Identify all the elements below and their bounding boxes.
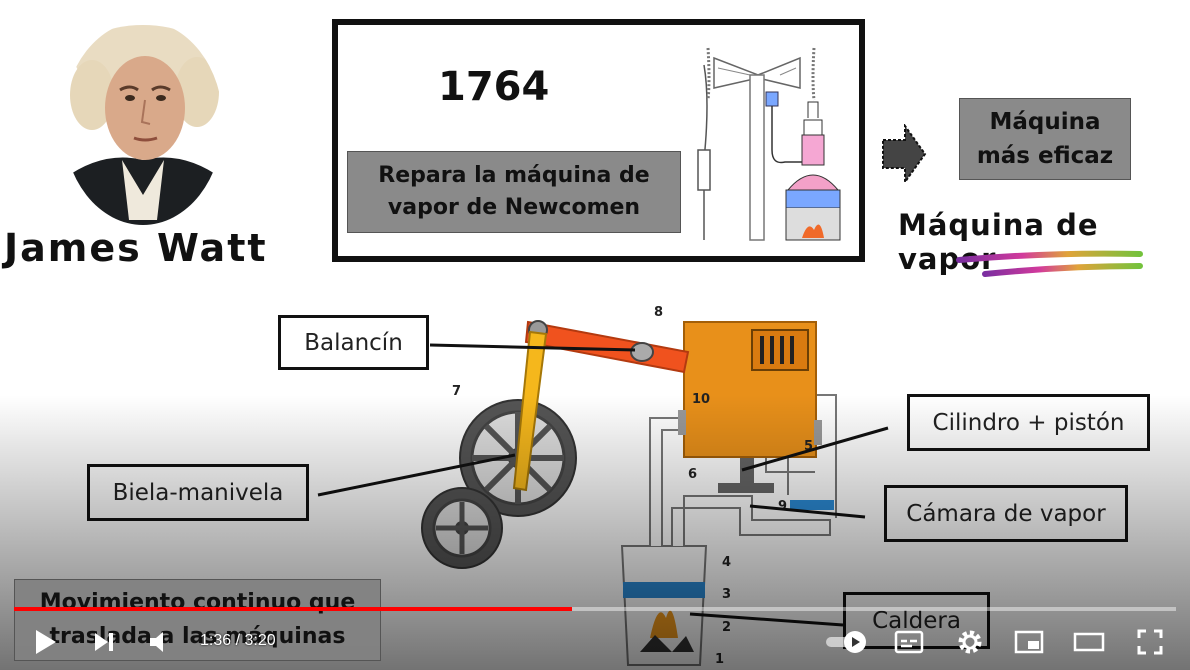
- watt-engine-diagram: 1 2 3 4 5 6 7 8 9 10: [421, 305, 837, 667]
- label-balancin: Balancín: [278, 315, 429, 370]
- newcomen-engine-illustration: [697, 47, 841, 241]
- diagram-number: 9: [778, 499, 787, 514]
- miniplayer-icon[interactable]: [1014, 630, 1044, 654]
- time-display: 1:36 / 3:20: [200, 632, 276, 649]
- diagram-number: 3: [722, 587, 731, 602]
- progress-played: [14, 607, 572, 611]
- diagram-number: 1: [715, 652, 724, 667]
- next-icon[interactable]: [92, 630, 116, 654]
- label-camara-vapor: Cámara de vapor: [884, 485, 1128, 542]
- subtitles-icon[interactable]: [894, 630, 924, 654]
- eficaz-box: Máquina más eficaz: [959, 98, 1131, 180]
- diagram-number: 10: [692, 392, 710, 407]
- settings-icon[interactable]: [956, 628, 984, 656]
- james-watt-portrait: [63, 21, 223, 225]
- diagram-number: 6: [688, 467, 697, 482]
- volume-icon[interactable]: [148, 630, 176, 654]
- label-cilindro-piston: Cilindro + pistón: [907, 394, 1150, 451]
- repara-box: Repara la máquina de vapor de Newcomen: [347, 151, 681, 233]
- year-label: 1764: [438, 64, 550, 110]
- diagram-number: 7: [452, 384, 461, 399]
- diagram-number: 5: [804, 439, 813, 454]
- diagram-number: 4: [722, 555, 731, 570]
- decorative-underline: [956, 250, 1143, 277]
- theater-icon[interactable]: [1073, 630, 1105, 654]
- diagram-number: 2: [722, 620, 731, 635]
- arrow-right-icon: [882, 124, 927, 184]
- person-name: James Watt: [4, 226, 268, 270]
- diagram-number: 8: [654, 305, 663, 320]
- autoplay-toggle-icon[interactable]: [824, 628, 868, 656]
- slide-title: Máquina de vapor: [898, 208, 1099, 276]
- label-biela-manivela: Biela-manivela: [87, 464, 309, 521]
- fullscreen-icon[interactable]: [1136, 628, 1164, 656]
- play-icon[interactable]: [32, 628, 58, 656]
- progress-bar[interactable]: [14, 607, 1176, 611]
- movimiento-box: Movimiento continuo que traslada a las m…: [14, 579, 381, 661]
